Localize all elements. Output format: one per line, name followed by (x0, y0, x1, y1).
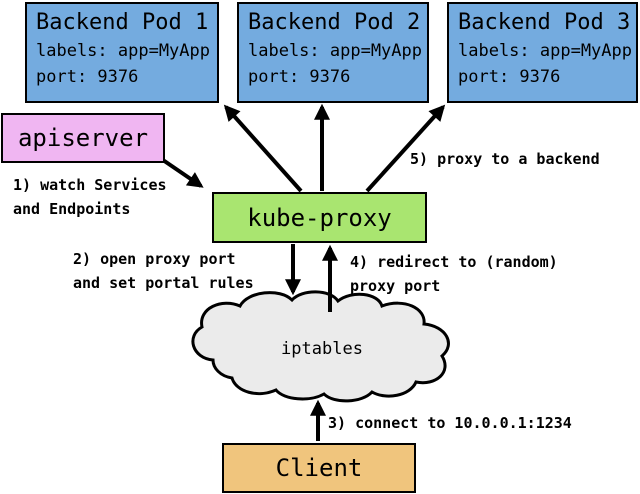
backend-pod-2-port: port: 9376 (248, 67, 351, 87)
annotation-step2-line2: and set portal rules (73, 274, 254, 292)
client-box: Client (222, 443, 416, 493)
kube-proxy-box: kube-proxy (212, 192, 427, 243)
backend-pod-1-port: port: 9376 (36, 67, 139, 87)
backend-pod-2-labels: labels: app=MyApp (248, 41, 422, 61)
backend-pod-2-title: Backend Pod 2 (248, 10, 421, 35)
apiserver-box: apiserver (1, 113, 165, 163)
annotation-step1-line1: 1) watch Services (13, 176, 167, 194)
iptables-label: iptables (281, 339, 363, 359)
arrow-proxy-to-pod1 (223, 104, 303, 193)
backend-pod-1-labels: labels: app=MyApp (36, 41, 210, 61)
annotation-step4-line1: 4) redirect to (random) (350, 253, 558, 271)
backend-pod-3-labels: labels: app=MyApp (458, 41, 632, 61)
backend-pod-3-port: port: 9376 (458, 67, 561, 87)
annotation-step4-line2: proxy port (350, 277, 441, 295)
annotation-step1: 1) watch Services and Endpoints (13, 173, 167, 221)
backend-pod-2-box: Backend Pod 2 labels: app=MyApp port: 93… (237, 2, 429, 103)
annotation-step5: 5) proxy to a backend (410, 150, 600, 168)
annotation-step2-line1: 2) open proxy port (73, 250, 236, 268)
backend-pod-1-box: Backend Pod 1 labels: app=MyApp port: 93… (25, 2, 219, 103)
backend-pod-3-box: Backend Pod 3 labels: app=MyApp port: 93… (447, 2, 638, 103)
annotation-step1-line2: and Endpoints (13, 200, 131, 218)
apiserver-label: apiserver (17, 124, 149, 152)
client-label: Client (275, 454, 363, 482)
arrow-watch-services (158, 156, 204, 188)
iptables-cloud (191, 290, 450, 403)
annotation-step2: 2) open proxy port and set portal rules (73, 247, 254, 295)
annotation-step3: 3) connect to 10.0.0.1:1234 (328, 414, 572, 432)
kube-proxy-label: kube-proxy (247, 203, 392, 232)
backend-pod-3-title: Backend Pod 3 (458, 10, 631, 35)
annotation-step4: 4) redirect to (random) proxy port (350, 250, 558, 298)
arrow-proxy-to-pod3 (365, 104, 446, 193)
backend-pod-1-title: Backend Pod 1 (36, 10, 209, 35)
